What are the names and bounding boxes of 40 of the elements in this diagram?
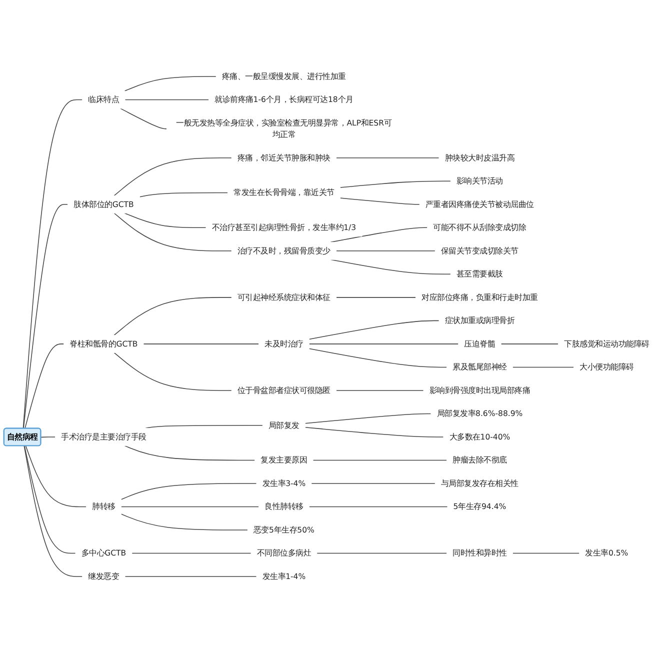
- connector: [25, 446, 87, 508]
- connector: [23, 204, 68, 429]
- connector: [24, 344, 64, 429]
- connector: [330, 227, 428, 243]
- connector: [308, 320, 440, 340]
- connector: [114, 297, 232, 336]
- connector: [311, 483, 436, 484]
- connector: [124, 576, 257, 577]
- connector: [120, 483, 257, 500]
- connector: [124, 212, 206, 228]
- connector: [312, 460, 448, 461]
- connector: [304, 426, 444, 438]
- connector: [124, 445, 256, 461]
- connector: [120, 506, 260, 508]
- connector: [139, 192, 228, 198]
- connector: [24, 446, 83, 577]
- connector: [340, 180, 452, 188]
- connector: [308, 348, 448, 368]
- connector: [124, 99, 210, 100]
- connector: [120, 108, 168, 130]
- connector: [512, 366, 574, 368]
- connector: [336, 250, 436, 252]
- connector: [114, 352, 232, 391]
- connector: [132, 552, 252, 554]
- connector: [145, 424, 264, 429]
- connector: [120, 514, 248, 530]
- connector: [124, 76, 216, 92]
- connector: [336, 157, 440, 158]
- connector: [40, 436, 56, 438]
- connector: [336, 390, 424, 391]
- connector: [24, 446, 76, 554]
- connector: [308, 506, 448, 508]
- connector: [340, 198, 420, 205]
- connector: [22, 99, 83, 429]
- connector: [316, 552, 448, 554]
- connector: [114, 212, 232, 252]
- connector: [336, 297, 416, 298]
- connector: [512, 552, 580, 554]
- connector: [114, 157, 232, 196]
- connector: [304, 413, 432, 424]
